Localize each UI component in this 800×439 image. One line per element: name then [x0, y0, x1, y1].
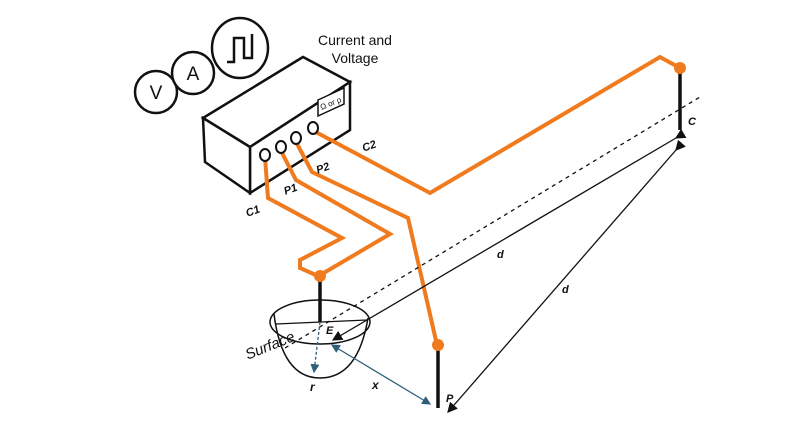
terminals	[259, 121, 319, 162]
electrode-label-e: E	[326, 325, 334, 337]
title-line2: Voltage	[332, 50, 379, 66]
distance-x-arrow	[330, 344, 432, 405]
label-surface: Surface	[243, 328, 297, 363]
label-d2: d	[562, 284, 569, 296]
label-x: x	[371, 378, 380, 392]
electrode-label-p: P	[446, 393, 454, 405]
wire-c1	[263, 156, 347, 278]
display-readout: Ω or ρ	[317, 86, 345, 118]
electrode-p	[432, 339, 444, 408]
distance-d2-arrow	[447, 139, 686, 413]
label-r: r	[310, 380, 316, 394]
terminal-label-c2: C2	[361, 139, 378, 155]
electrode-e	[314, 270, 326, 322]
electrode-c	[674, 62, 686, 130]
terminal-label-p2: P2	[315, 161, 332, 177]
surface-line	[284, 96, 701, 349]
svg-text:A: A	[187, 64, 200, 85]
terminal-label-p1: P1	[282, 182, 299, 198]
voltmeter-icon: V	[133, 69, 179, 115]
terminal-label-c1: C1	[244, 204, 261, 220]
svg-text:V: V	[150, 83, 163, 104]
label-d1: d	[497, 249, 504, 261]
radius-arrow	[310, 321, 321, 374]
ammeter-icon: A	[170, 50, 216, 96]
square-wave-icon	[210, 16, 270, 80]
wire-c2	[311, 54, 681, 196]
title-line1: Current and	[318, 32, 392, 48]
electrode-label-c: C	[688, 116, 697, 128]
